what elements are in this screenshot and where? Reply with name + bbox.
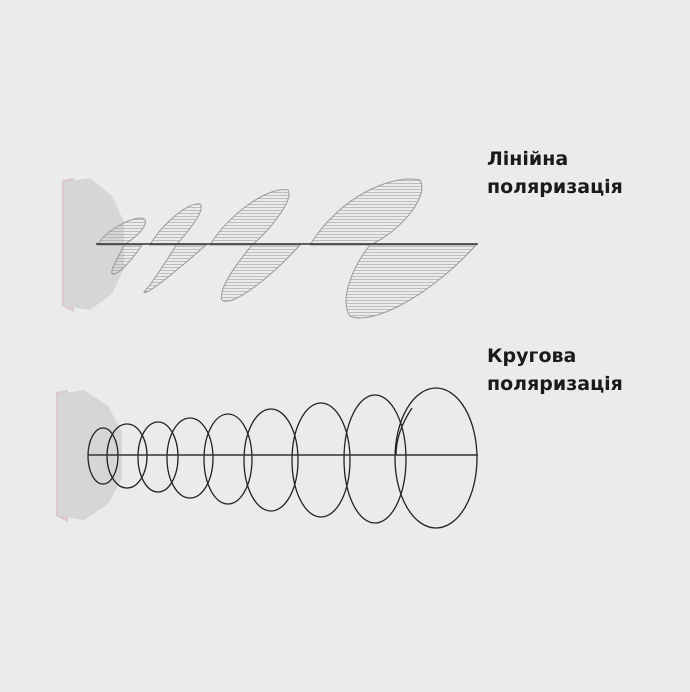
helix-ring-6 [243,408,299,512]
linear-polarization-label: Лінійна поляризація [487,145,677,201]
linear-wave [97,178,478,319]
helix-ring-7 [291,402,351,518]
helix-ring-9 [394,387,478,529]
linear-wave-lobe-3 [149,203,202,246]
linear-antenna-icon [62,178,124,312]
helix-ring-1 [87,427,119,485]
linear-wave-lobe-2 [111,244,143,275]
linear-wave-lobe-6 [221,244,302,302]
linear-wave-lobe-8 [345,244,478,319]
circular-polarization-label: Кругова поляризація [487,342,677,398]
helix-ring-3 [137,421,179,493]
linear-wave-lobe-5 [209,189,290,246]
linear-wave-lobe-1 [97,217,146,246]
helix-tail [395,407,413,456]
linear-label-line-2: поляризація [487,176,623,198]
linear-wave-lobe-4 [143,244,208,294]
circular-wave [87,387,478,529]
circular-antenna-icon [56,390,122,522]
linear-label-line-1: Лінійна [487,148,569,170]
circular-polarization-group [56,387,478,529]
helix-ring-5 [203,413,253,505]
linear-wave-lobe-7 [309,178,423,246]
helix-ring-4 [166,417,214,499]
helix-ring-8 [343,394,407,524]
helix-ring-2 [106,423,148,489]
circular-label-line-1: Кругова [487,345,577,367]
circular-label-line-2: поляризація [487,373,623,395]
linear-polarization-group [62,178,478,319]
